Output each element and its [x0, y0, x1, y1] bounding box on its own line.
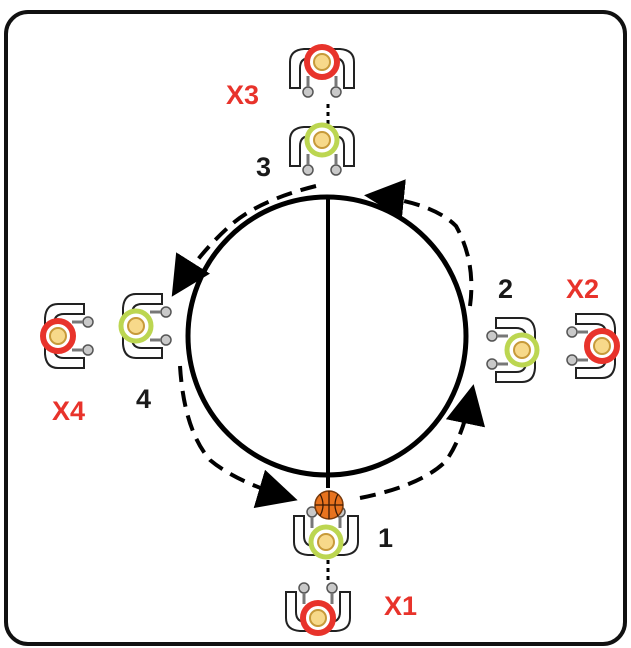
label-offense-1: 1 [378, 523, 393, 553]
defender-x2 [565, 312, 620, 380]
label-offense-2: 2 [498, 274, 513, 304]
player-4 [118, 292, 173, 360]
defender-x4 [40, 302, 95, 370]
cut-path-2-to-3 [364, 179, 474, 307]
court-border [4, 10, 627, 646]
player-1 [292, 505, 360, 560]
label-offense-4: 4 [136, 384, 151, 414]
label-defense-x3: X3 [226, 80, 259, 110]
player-3 [288, 122, 356, 177]
basketball-icon [314, 490, 344, 520]
cut-path-4-to-1 [178, 365, 298, 509]
cut-path-1-to-2 [359, 384, 486, 500]
player-2 [485, 316, 540, 384]
label-defense-x1: X1 [384, 591, 417, 621]
label-defense-x2: X2 [566, 274, 599, 304]
label-offense-3: 3 [256, 152, 271, 182]
cut-path-3-to-4 [171, 184, 317, 297]
label-defense-x4: X4 [52, 396, 85, 426]
defender-x3 [288, 44, 356, 99]
defender-x1 [284, 581, 352, 636]
